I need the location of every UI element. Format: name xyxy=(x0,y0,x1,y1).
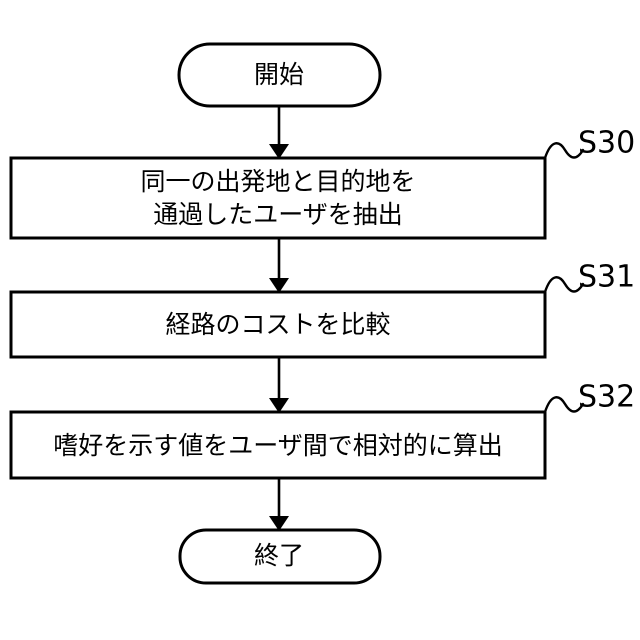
process-box-shape xyxy=(9,410,547,480)
end-terminator-shape xyxy=(178,528,382,585)
connector-s32-to-end xyxy=(269,478,289,531)
process-box-label-line1: 嗜好を示す値をユーザ間で相対的に算出 xyxy=(53,431,503,460)
arrow-head-icon xyxy=(269,398,289,413)
process-box-label-line2: 通過したユーザを抽出 xyxy=(153,200,403,229)
connector-s31-to-s32 xyxy=(269,357,289,413)
process-box-label-line1: 経路のコストを比較 xyxy=(165,310,390,339)
arrow-head-icon xyxy=(269,278,289,293)
connector-s30-to-s31 xyxy=(269,238,289,293)
process-box-label-line1: 同一の出発地と目的地を xyxy=(140,167,415,196)
step-label-s30: S30 xyxy=(578,126,635,161)
connector-start-to-s30 xyxy=(269,106,289,159)
arrow-head-icon xyxy=(269,516,289,531)
process-box-shape xyxy=(9,156,547,240)
node-end: 終了 xyxy=(178,528,382,585)
step-label-leader-line xyxy=(543,396,585,414)
step-label-s31: S31 xyxy=(578,260,635,295)
arrow-head-icon xyxy=(269,144,289,159)
node-start: 開始 xyxy=(177,42,382,108)
step-label-s32: S32 xyxy=(578,380,635,415)
end-terminator-label: 終了 xyxy=(254,541,304,570)
node-step-s32: 嗜好を示す値をユーザ間で相対的に算出 S32 xyxy=(9,380,635,480)
start-terminator-label: 開始 xyxy=(254,60,304,89)
step-label-leader-line xyxy=(543,276,585,294)
step-label-leader-line xyxy=(543,142,585,160)
node-step-s31: 経路のコストを比較 S31 xyxy=(9,260,635,359)
node-step-s30: 同一の出発地と目的地を 通過したユーザを抽出 S30 xyxy=(9,126,635,240)
